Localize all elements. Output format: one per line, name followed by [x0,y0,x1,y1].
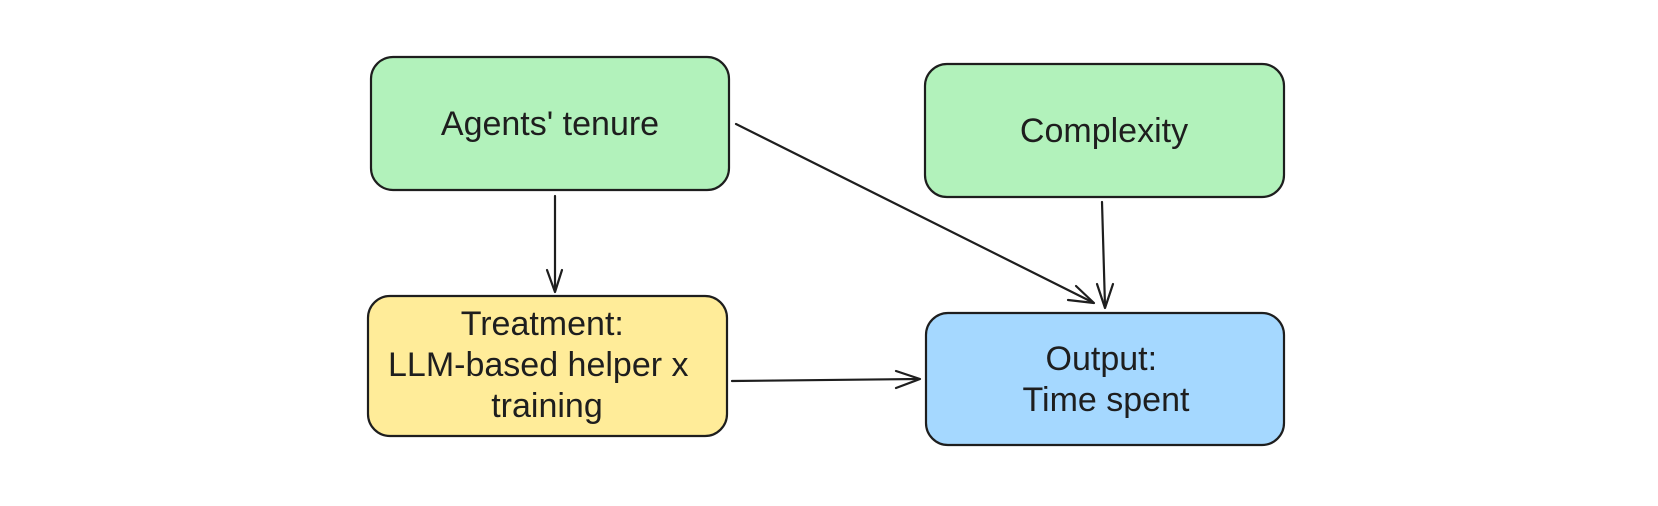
node-output-label: Output: Time spent [1023,340,1190,419]
node-agents-tenure[interactable]: Agents' tenure [369,55,731,192]
node-complexity[interactable]: Complexity [923,62,1286,199]
arrowhead [1066,284,1096,305]
node-complexity-label: Complexity [1020,112,1188,150]
node-treatment[interactable]: Treatment: LLM-based helper x training [366,294,729,438]
node-line: Treatment: [461,305,624,343]
node-output[interactable]: Output: Time spent [924,311,1286,447]
node-agents-tenure-box [369,55,731,192]
edge-tenure-to-treatment [545,194,564,294]
node-line: LLM-based helper x [388,346,689,384]
node-agents-tenure-label: Agents' tenure [441,105,659,143]
node-line: training [491,387,603,425]
node-line: Output: [1046,340,1158,378]
node-line: Time spent [1023,381,1190,419]
node-output-box [924,311,1286,447]
arrowhead [545,268,564,294]
arrowhead [894,369,922,390]
node-treatment-label: Treatment: LLM-based helper x training [388,305,698,425]
edge-complexity-to-output [1095,200,1115,310]
edge-tenure-to-output [734,122,1096,305]
arrowhead [1095,282,1115,310]
node-line: Agents' tenure [441,105,659,143]
node-complexity-box [923,62,1286,199]
node-line: Complexity [1020,112,1188,150]
edge-treatment-to-output [730,369,922,390]
node-treatment-box [366,294,729,438]
